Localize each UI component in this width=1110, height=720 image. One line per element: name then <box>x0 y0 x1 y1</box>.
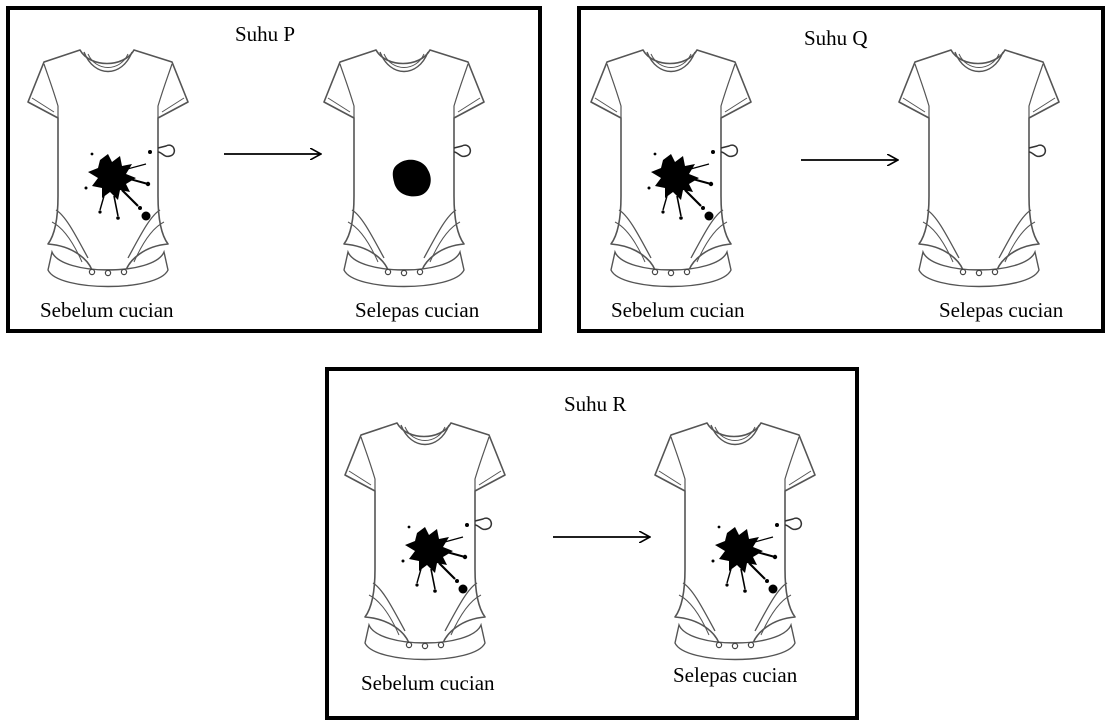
after-label: Selepas cucian <box>939 298 1063 323</box>
after-label: Selepas cucian <box>673 663 797 688</box>
onesie-before-image <box>22 46 194 296</box>
panel-suhu-p: Suhu P Sebelum cucian Selepas cucian <box>6 6 542 333</box>
onesie-before-image <box>339 419 511 669</box>
before-label: Sebelum cucian <box>611 298 745 323</box>
arrow-icon <box>551 529 655 545</box>
panel-title: Suhu R <box>564 392 626 417</box>
arrow-icon <box>799 152 903 168</box>
panel-title: Suhu P <box>235 22 295 47</box>
arrow-icon <box>222 146 326 162</box>
after-label: Selepas cucian <box>355 298 479 323</box>
onesie-after-image <box>649 419 821 669</box>
onesie-after-image <box>318 46 490 296</box>
panel-suhu-q: Suhu Q Sebelum cucian Selepas cucian <box>577 6 1105 333</box>
onesie-after-image <box>893 46 1065 296</box>
panel-suhu-r: Suhu R Sebelum cucian Selepas cucian <box>325 367 859 720</box>
panel-title: Suhu Q <box>804 26 868 51</box>
before-label: Sebelum cucian <box>361 671 495 696</box>
before-label: Sebelum cucian <box>40 298 174 323</box>
onesie-before-image <box>585 46 757 296</box>
